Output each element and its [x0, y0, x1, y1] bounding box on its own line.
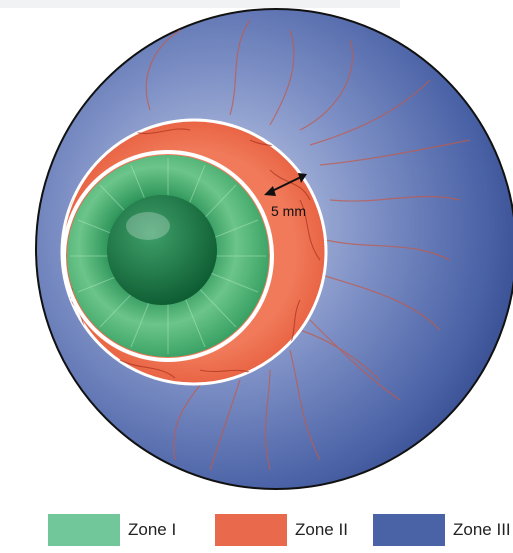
legend-swatch-zone-ii [215, 514, 287, 546]
eyeball-illustration: 5 mm [0, 0, 513, 500]
legend-label-zone-i: Zone I [128, 520, 176, 540]
legend-label-zone-ii: Zone II [295, 520, 348, 540]
pupil-highlight [126, 212, 170, 240]
legend-swatch-zone-iii [373, 514, 445, 546]
measurement-label: 5 mm [271, 203, 306, 219]
pupil [107, 195, 217, 305]
legend-label-zone-iii: Zone III [453, 520, 511, 540]
legend-swatch-zone-i [48, 514, 120, 546]
legend: Zone I Zone II Zone III [0, 510, 513, 550]
